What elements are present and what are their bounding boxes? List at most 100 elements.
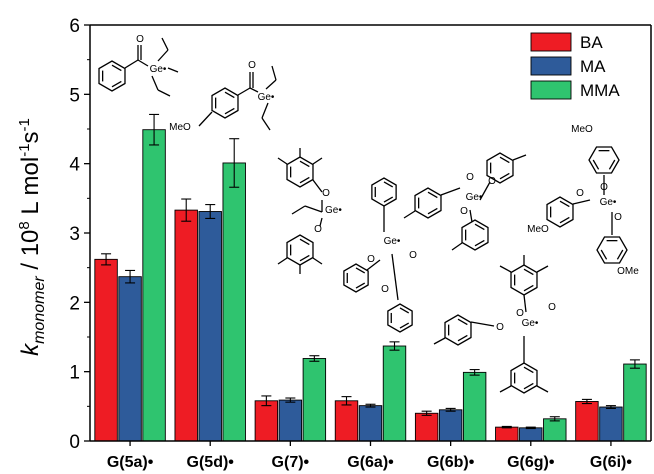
- ring-double-bond: [474, 223, 485, 231]
- ring-double-bond: [523, 382, 534, 390]
- bond: [151, 75, 159, 91]
- bond: [312, 157, 323, 165]
- bar-ma-1: [198, 211, 222, 442]
- ring-double-bond: [299, 238, 310, 246]
- ring-double-bond: [399, 322, 410, 329]
- struct-6b-o1: O: [466, 172, 474, 183]
- legend-label-ba: BA: [580, 33, 603, 52]
- bond: [261, 117, 271, 131]
- bar-ma-0: [118, 276, 142, 442]
- struct-6b-o2: O: [488, 176, 496, 187]
- bond: [403, 210, 416, 219]
- bar-ba-5: [495, 426, 519, 442]
- bond: [499, 385, 512, 393]
- struct-6b-ring-left: [414, 187, 442, 219]
- ring-double-bond: [523, 366, 534, 374]
- ring-double-bond: [499, 156, 510, 164]
- bar-mma-4: [462, 371, 487, 442]
- struct-5a-ge: Ge•: [150, 64, 167, 75]
- bar-ba-3: [334, 400, 359, 442]
- struct-6i-ome: OMe: [617, 266, 639, 277]
- y-title-unit: L mol: [17, 157, 44, 221]
- struct-5a-o: O: [136, 34, 144, 45]
- bond: [261, 102, 269, 119]
- ring-outline: [588, 146, 620, 174]
- struct-6a-ring-left: [343, 263, 369, 293]
- bond: [536, 265, 549, 273]
- bond: [319, 217, 323, 227]
- struct-5d-meo: MeO: [169, 122, 191, 133]
- error-bar-ba-5: [501, 425, 512, 429]
- error-bar-ma-0: [125, 269, 136, 284]
- y-title-tail: s: [17, 131, 44, 143]
- struct-6g-ring-top: [510, 264, 538, 296]
- struct-6a-o3: O: [381, 284, 389, 295]
- struct-6g-o2: O: [548, 302, 556, 313]
- y-tick-label-0: 0: [69, 432, 80, 453]
- bond: [291, 205, 306, 215]
- struct-6i-o3: O: [614, 212, 622, 223]
- error-bar-ba-6: [581, 398, 592, 405]
- struct-7-ring-bottom: [286, 234, 314, 266]
- bar-mma-6: [623, 363, 647, 442]
- bar-ba-4: [414, 412, 439, 442]
- ring-outline: [98, 60, 126, 92]
- struct-7-o1: O: [322, 188, 330, 199]
- y-tick-label-4: 4: [69, 155, 80, 176]
- ring-outline: [486, 152, 514, 184]
- x-tick-label-6: G(6i)•: [590, 454, 632, 471]
- bond: [157, 49, 169, 62]
- bond: [237, 87, 251, 96]
- ring-outline: [461, 219, 489, 251]
- bar-ba-0: [94, 258, 118, 442]
- struct-7-o2: O: [314, 224, 322, 235]
- ring-double-bond: [600, 249, 608, 260]
- x-tick-label-2: G(7)•: [272, 454, 310, 471]
- bond: [277, 157, 288, 165]
- bar-mma-0: [142, 129, 166, 442]
- bar-ma-6: [599, 406, 623, 442]
- bar-ba-2: [254, 400, 279, 442]
- y-title-exp3: -1: [16, 118, 33, 131]
- struct-6g-ring-bottom: [510, 362, 538, 394]
- struct-5d-ge: Ge•: [258, 92, 275, 103]
- struct-6i-meo1: MeO: [571, 124, 593, 135]
- bond: [433, 337, 446, 345]
- legend-label-mma: MMA: [580, 81, 620, 100]
- struct-5a-ring: [98, 60, 126, 92]
- x-tick-label-1: G(5d)•: [187, 454, 235, 471]
- error-bar-mma-6: [629, 359, 640, 369]
- legend-swatch-mma: [530, 80, 572, 100]
- struct-6a-ring-top: [371, 177, 397, 207]
- struct-6b-ring-bottom: [461, 219, 489, 251]
- error-bar-ma-5: [525, 426, 536, 430]
- bond: [124, 59, 139, 69]
- y-title-exp2: -1: [16, 143, 33, 156]
- bond: [499, 265, 512, 273]
- error-bar-ma-3: [365, 403, 376, 408]
- bond: [536, 385, 549, 393]
- bond: [167, 67, 179, 73]
- ring-double-bond: [224, 107, 235, 115]
- legend-swatch-ba: [530, 32, 572, 52]
- bond: [572, 199, 591, 205]
- x-tick-label-5: G(6g)•: [507, 454, 555, 471]
- bar-ba-1: [174, 209, 198, 442]
- ring-double-bond: [474, 239, 485, 247]
- y-title-k: k: [17, 342, 44, 356]
- struct-6a-o1: O: [409, 250, 417, 261]
- ring-double-bond: [499, 172, 510, 180]
- bar-ma-3: [358, 405, 383, 442]
- y-tick-label-5: 5: [69, 85, 80, 106]
- ring-double-bond: [299, 160, 310, 168]
- struct-6i-meo2: MeO: [527, 224, 549, 235]
- ring-double-bond: [355, 267, 366, 274]
- ring-outline: [546, 196, 574, 228]
- struct-7-ge: Ge•: [325, 205, 342, 216]
- error-bar-mma-1: [229, 138, 240, 188]
- ring-outline: [387, 303, 413, 333]
- y-axis-title: kmonomer / 108 L mol-1s-1: [16, 118, 48, 356]
- ring-double-bond: [383, 181, 394, 188]
